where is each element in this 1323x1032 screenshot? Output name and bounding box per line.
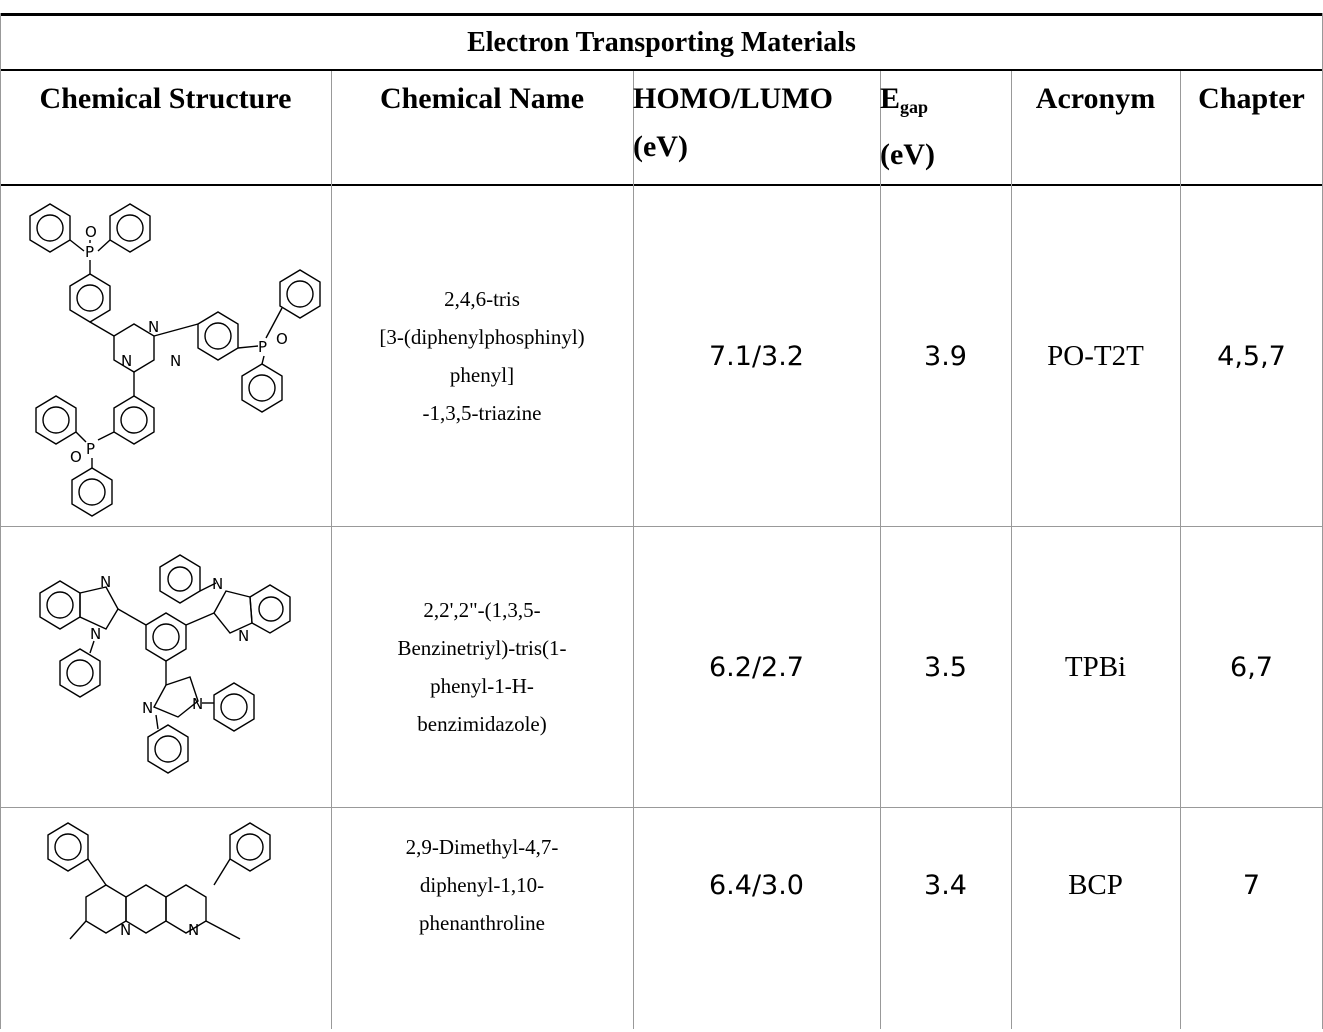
bcp-structure-icon: N N (40, 815, 300, 1027)
header-homo-lumo: HOMO/LUMO (eV) (633, 71, 880, 184)
atom-label: N (192, 695, 203, 713)
atom-o: O (85, 223, 97, 241)
row3-egap: 3.4 (924, 869, 967, 901)
title-rule (0, 69, 1323, 71)
row1-acronym: PO-T2T (1047, 339, 1144, 372)
header-chemical-name: Chemical Name (379, 82, 585, 115)
row3-chemical-name: 2,9-Dimethyl-4,7- diphenyl-1,10- phenant… (331, 808, 633, 1029)
row1-name-line: [3-(diphenylphosphinyl) (379, 325, 585, 349)
atom-label: N (142, 699, 153, 717)
atom-n: N (148, 318, 159, 336)
egap-e: E (880, 82, 901, 115)
row3-name-line: 2,9-Dimethyl-4,7- (405, 835, 559, 859)
row1-name-line: -1,3,5-triazine (422, 401, 542, 425)
header-homo-lumo-label: HOMO/LUMO (633, 82, 833, 115)
col-rule-5 (1180, 71, 1181, 1029)
header-acronym: Acronym (1035, 82, 1156, 115)
header-chapter: Chapter (1198, 82, 1305, 115)
atom-label: N (90, 625, 101, 643)
top-rule (0, 13, 1323, 16)
row2-name-line: benzimidazole) (417, 712, 547, 736)
row1-chemical-name: 2,4,6-tris [3-(diphenylphosphinyl) pheny… (331, 186, 633, 526)
table-title: Electron Transporting Materials (467, 26, 856, 58)
row2-name-line: phenyl-1-H- (430, 674, 534, 698)
row1-egap: 3.9 (924, 340, 967, 372)
row1-name-line: phenyl] (449, 363, 515, 387)
col-rule-4 (1011, 71, 1012, 1029)
row2-egap: 3.5 (924, 651, 967, 683)
row3-name-line: diphenyl-1,10- (419, 873, 545, 897)
atom-label: N (188, 921, 199, 939)
po-t2t-structure-icon: O P N N N P O P (10, 196, 330, 521)
row2-name-line: 2,2',2"-(1,3,5- (423, 598, 541, 622)
col-rule-left (0, 13, 1, 1029)
row3-homo-lumo: 6.4/3.0 (709, 869, 804, 901)
header-egap-label: Egap (880, 75, 928, 131)
header-egap: Egap (eV) (880, 71, 1011, 184)
row2-name-line: Benzinetriyl)-tris(1- (397, 636, 567, 660)
header-chemical-structure: Chemical Structure (39, 82, 292, 115)
header-egap-unit: (eV) (880, 138, 935, 171)
egap-subscript: gap (900, 97, 929, 117)
tpbi-structure-icon: N N N N N N (30, 553, 310, 803)
atom-label: N (170, 352, 181, 370)
row1-rule (0, 526, 1323, 527)
atom-label: N (100, 573, 111, 591)
row2-homo-lumo: 6.2/2.7 (709, 651, 804, 683)
row3-acronym: BCP (1068, 868, 1123, 901)
col-rule-3 (880, 71, 881, 1029)
atom-label: N (238, 627, 249, 645)
row1-homo-lumo: 7.1/3.2 (709, 340, 804, 372)
atom-label: N (120, 921, 131, 939)
row2-rule (0, 807, 1323, 808)
atom-label: O (70, 448, 82, 466)
row1-name-line: 2,4,6-tris (444, 287, 520, 311)
atom-label: N (121, 352, 132, 370)
row3-name-line: phenanthroline (419, 911, 545, 935)
atom-label: P (86, 440, 95, 458)
row2-acronym: TPBi (1064, 650, 1127, 683)
header-homo-lumo-unit: (eV) (633, 130, 688, 163)
col-rule-2 (633, 71, 634, 1029)
col-rule-1 (331, 71, 332, 1029)
row2-chapter: 6,7 (1230, 651, 1273, 683)
row3-chapter: 7 (1242, 869, 1261, 901)
atom-label: N (212, 575, 223, 593)
atom-label: P (258, 338, 267, 356)
atom-label: O (276, 330, 288, 348)
row1-chapter: 4,5,7 (1217, 340, 1286, 372)
row2-chemical-name: 2,2',2"-(1,3,5- Benzinetriyl)-tris(1- ph… (331, 527, 633, 807)
atom-p: P (85, 243, 94, 261)
header-rule (0, 184, 1323, 186)
